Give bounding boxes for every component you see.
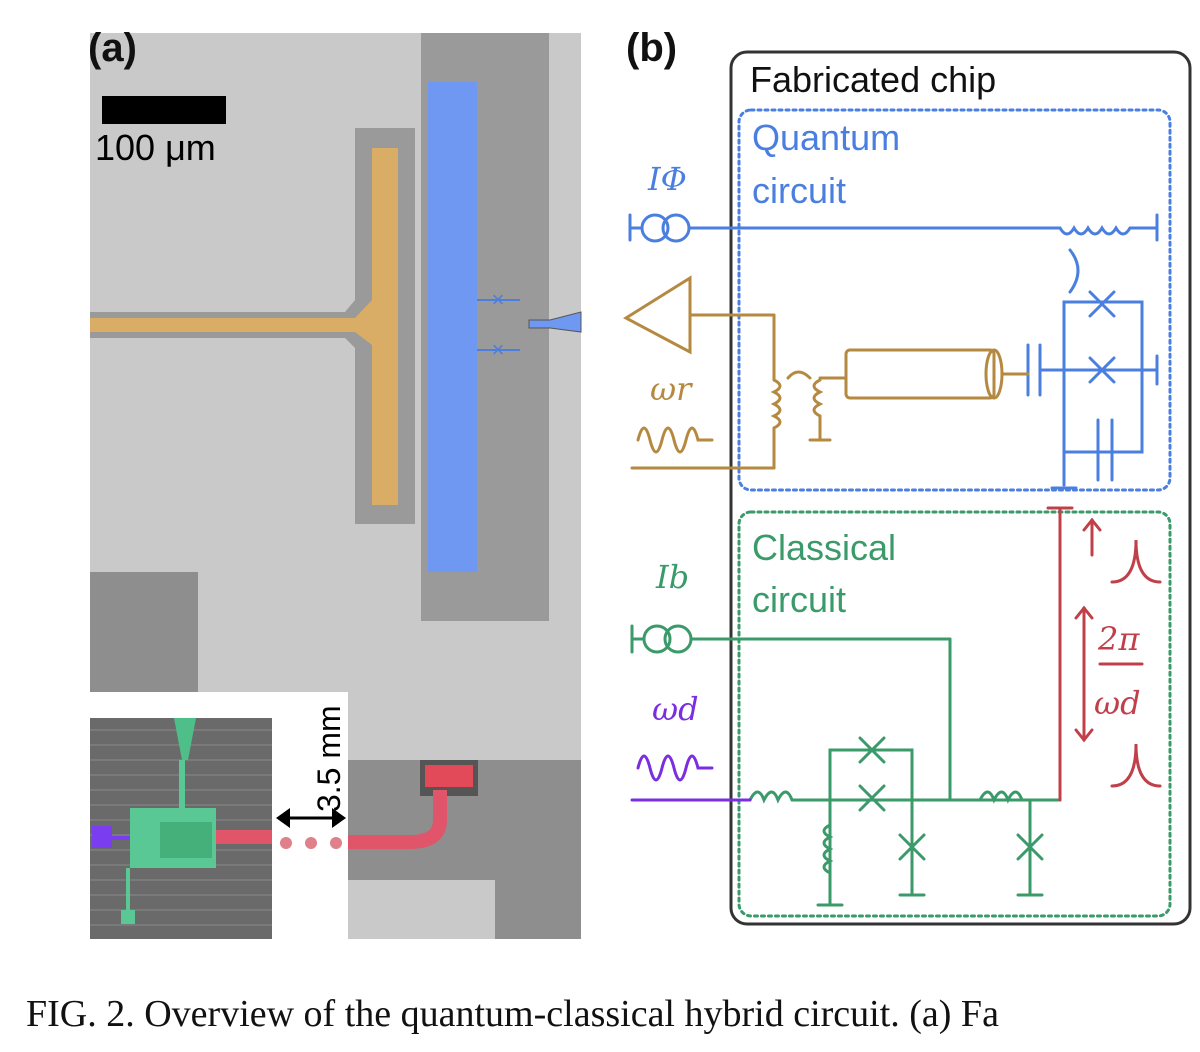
inset-green-feed xyxy=(174,718,196,760)
readout-circuit xyxy=(623,275,1030,470)
chip-title: Fabricated chip xyxy=(750,59,996,100)
distance-label: 3.5 mm xyxy=(311,705,347,812)
panel-b-label: (b) xyxy=(626,26,678,70)
inset-green-pad xyxy=(121,910,135,924)
chip-outline xyxy=(729,50,1192,926)
dot-2 xyxy=(305,837,317,849)
substrate-pad-left xyxy=(90,572,198,692)
inset-green-block xyxy=(160,822,212,858)
qubit-island xyxy=(428,82,477,572)
micrograph-panel: × × 100 μm xyxy=(90,33,582,939)
period-denominator: ωd xyxy=(1094,684,1141,722)
readout-feedline xyxy=(90,148,398,505)
quantum-block xyxy=(737,108,1172,492)
transmon-circuit xyxy=(1026,290,1159,490)
pulse-line xyxy=(1046,506,1162,802)
classical-circuit xyxy=(630,624,1062,907)
inset-red-line xyxy=(216,830,272,844)
scale-bar xyxy=(102,96,226,124)
resonator-freq-symbol: ωr xyxy=(650,370,693,408)
junction-cross-bottom: × xyxy=(492,337,505,362)
substrate-pad-bottom xyxy=(340,760,581,939)
flux-bias-symbol: IΦ xyxy=(647,160,687,198)
classical-block xyxy=(737,510,1172,918)
junction-cross-top: × xyxy=(492,287,505,312)
classical-block-label-1: Classical xyxy=(752,527,896,568)
period-numerator: 2π xyxy=(1097,620,1140,658)
distance-arrow-right-head xyxy=(332,808,346,828)
distance-arrow-left-head xyxy=(276,808,290,828)
inset-purple-pad xyxy=(92,826,112,848)
drive-freq-symbol: ωd xyxy=(652,690,699,728)
panel-a-label: (a) xyxy=(88,26,137,70)
red-output-pad xyxy=(425,765,473,787)
classical-block-label-2: circuit xyxy=(752,579,846,620)
flux-line-tip xyxy=(528,311,582,333)
schematic-panel: Fabricated chip Quantum circuit Classica… xyxy=(623,50,1192,926)
quantum-block-label-1: Quantum xyxy=(752,117,900,158)
red-output-line xyxy=(345,790,447,849)
dot-3 xyxy=(330,837,342,849)
flux-bias-line xyxy=(628,213,1159,294)
dot-1 xyxy=(280,837,292,849)
quantum-block-label-2: circuit xyxy=(752,170,846,211)
scale-bar-label: 100 μm xyxy=(95,127,216,168)
drive-line xyxy=(630,754,752,802)
bias-current-symbol: Ib xyxy=(655,558,689,596)
figure-caption: FIG. 2. Overview of the quantum-classica… xyxy=(26,993,999,1035)
